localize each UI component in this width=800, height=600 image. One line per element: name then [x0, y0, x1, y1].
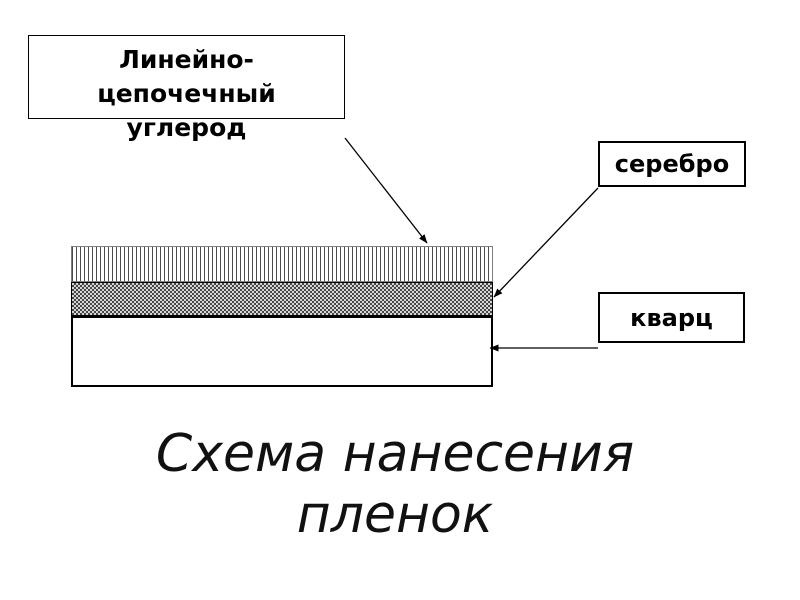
layer-quartz-substrate: [71, 316, 493, 387]
callout-carbon-label: Линейно- цепочечный углерод: [97, 45, 276, 142]
arrow-carbon-pointer: [344, 137, 428, 244]
callout-silver-label: серебро: [614, 150, 730, 178]
arrow-silver-pointer: [493, 187, 599, 298]
callout-quartz: кварц: [598, 292, 745, 343]
callout-silver: серебро: [598, 141, 746, 187]
slide-title: Схема нанесения пленок: [0, 424, 790, 546]
slide-title-text: Схема нанесения пленок: [155, 424, 635, 545]
callout-carbon: Линейно- цепочечный углерод: [28, 35, 345, 142]
callout-quartz-label: кварц: [630, 303, 713, 332]
layer-carbon-film: [71, 246, 493, 282]
layer-silver-film: [71, 282, 493, 316]
